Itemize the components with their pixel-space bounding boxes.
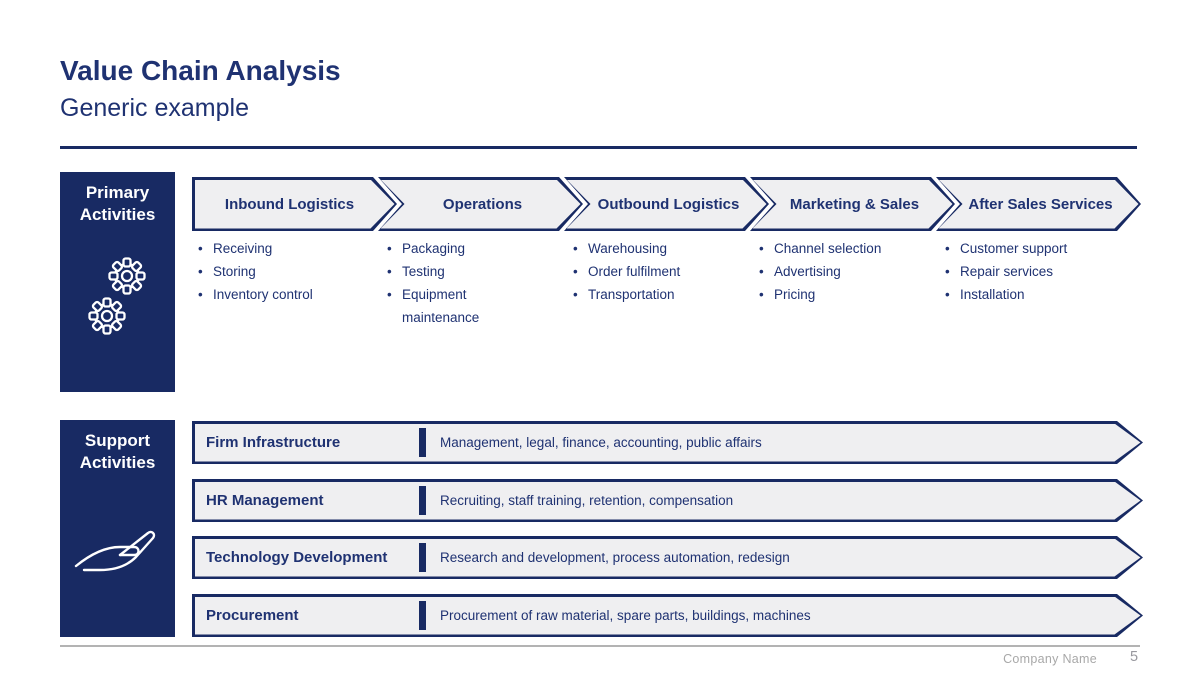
stage-arrow-after-sales-services: After Sales Services <box>936 177 1141 231</box>
divider <box>419 486 426 515</box>
stage-label: Marketing & Sales <box>789 195 920 213</box>
support-row-description: Research and development, process automa… <box>440 550 790 565</box>
stage-arrow-operations: Operations <box>378 177 583 231</box>
bullet-item: Installation <box>943 283 1089 306</box>
bullet-item: Customer support <box>943 237 1089 260</box>
support-row-label: Procurement <box>206 607 299 624</box>
title-block: Value Chain Analysis Generic example <box>60 55 341 123</box>
stage-label: After Sales Services <box>968 195 1113 213</box>
stage-arrow-inbound-logistics: Inbound Logistics <box>192 177 397 231</box>
stage-label: Inbound Logistics <box>224 195 355 213</box>
bullet-item: Storing <box>196 260 342 283</box>
page-number: 5 <box>1129 649 1139 665</box>
support-row-description: Procurement of raw material, spare parts… <box>440 608 811 623</box>
stage-bullets-inbound-logistics: Receiving Storing Inventory control <box>196 237 342 306</box>
bullet-item: Advertising <box>757 260 903 283</box>
bullet-item: Transportation <box>571 283 717 306</box>
bullet-item: Pricing <box>757 283 903 306</box>
support-row-label: Technology Development <box>206 549 388 566</box>
support-row-firm-infrastructure: Firm Infrastructure Management, legal, f… <box>192 421 1143 464</box>
bullet-item: Packaging <box>385 237 531 260</box>
divider <box>419 428 426 457</box>
divider <box>419 543 426 572</box>
stage-bullets-after-sales-services: Customer support Repair services Install… <box>943 237 1089 306</box>
open-hand-icon <box>74 530 155 572</box>
primary-activities-label: Primary Activities <box>79 183 156 225</box>
stage-bullets-outbound-logistics: Warehousing Order fulfilment Transportat… <box>571 237 717 306</box>
support-row-label: HR Management <box>206 492 324 509</box>
support-row-label: Firm Infrastructure <box>206 434 341 451</box>
support-row-hr-management: HR Management Recruiting, staff training… <box>192 479 1143 522</box>
stage-bullets-marketing-sales: Channel selection Advertising Pricing <box>757 237 903 306</box>
bullet-item: Testing <box>385 260 531 283</box>
stage-label: Operations <box>442 195 523 213</box>
stage-label: Outbound Logistics <box>597 195 740 213</box>
bullet-item: Warehousing <box>571 237 717 260</box>
support-activities-panel: Support Activities <box>60 420 175 637</box>
support-activities-label: Support Activities <box>79 431 156 473</box>
support-row-technology-development: Technology Development Research and deve… <box>192 536 1143 579</box>
bullet-item: Repair services <box>943 260 1089 283</box>
gears-icon <box>87 257 146 335</box>
bullet-item: Receiving <box>196 237 342 260</box>
bullet-item: Inventory control <box>196 283 342 306</box>
stage-bullets-operations: Packaging Testing Equipment maintenance <box>385 237 531 329</box>
support-row-procurement: Procurement Procurement of raw material,… <box>192 594 1143 637</box>
footer-divider <box>60 645 1140 647</box>
support-row-description: Recruiting, staff training, retention, c… <box>440 493 734 508</box>
bullet-item: Order fulfilment <box>571 260 717 283</box>
stage-arrow-marketing-sales: Marketing & Sales <box>750 177 955 231</box>
title-divider <box>60 146 1137 149</box>
footer-company-name: Company Name <box>1003 652 1097 666</box>
support-row-description: Management, legal, finance, accounting, … <box>440 435 762 450</box>
page-title: Value Chain Analysis <box>60 55 341 86</box>
divider <box>419 601 426 630</box>
stage-arrow-outbound-logistics: Outbound Logistics <box>564 177 769 231</box>
primary-activities-panel: Primary Activities <box>60 172 175 392</box>
bullet-item: Channel selection <box>757 237 903 260</box>
bullet-item: Equipment maintenance <box>385 283 531 329</box>
page-subtitle: Generic example <box>60 94 249 123</box>
